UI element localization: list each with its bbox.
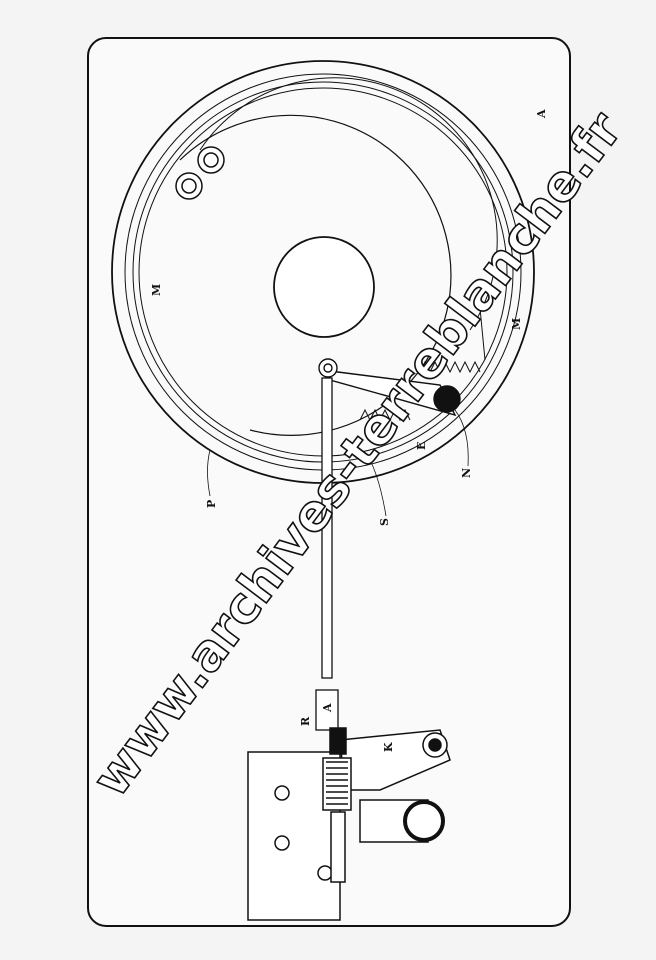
pull-rod: [315, 377, 339, 731]
cam-shaft: [433, 385, 461, 413]
label-leaders: [207, 409, 469, 517]
label-p: P: [205, 500, 218, 508]
label-n: N: [460, 468, 473, 478]
bracket-assembly: [247, 727, 451, 921]
label-k: K: [382, 742, 395, 752]
label-s: S: [378, 518, 391, 526]
label-a-top: A: [535, 109, 548, 119]
label-r: R: [299, 716, 312, 726]
label-e: E: [415, 442, 428, 450]
brake-lever: [318, 358, 461, 417]
label-m-left: M: [150, 284, 163, 296]
hub: [273, 236, 375, 338]
label-a: A: [321, 703, 334, 713]
roller-pair: [175, 146, 225, 200]
label-m-right: M: [510, 318, 523, 330]
spring: [359, 307, 486, 422]
